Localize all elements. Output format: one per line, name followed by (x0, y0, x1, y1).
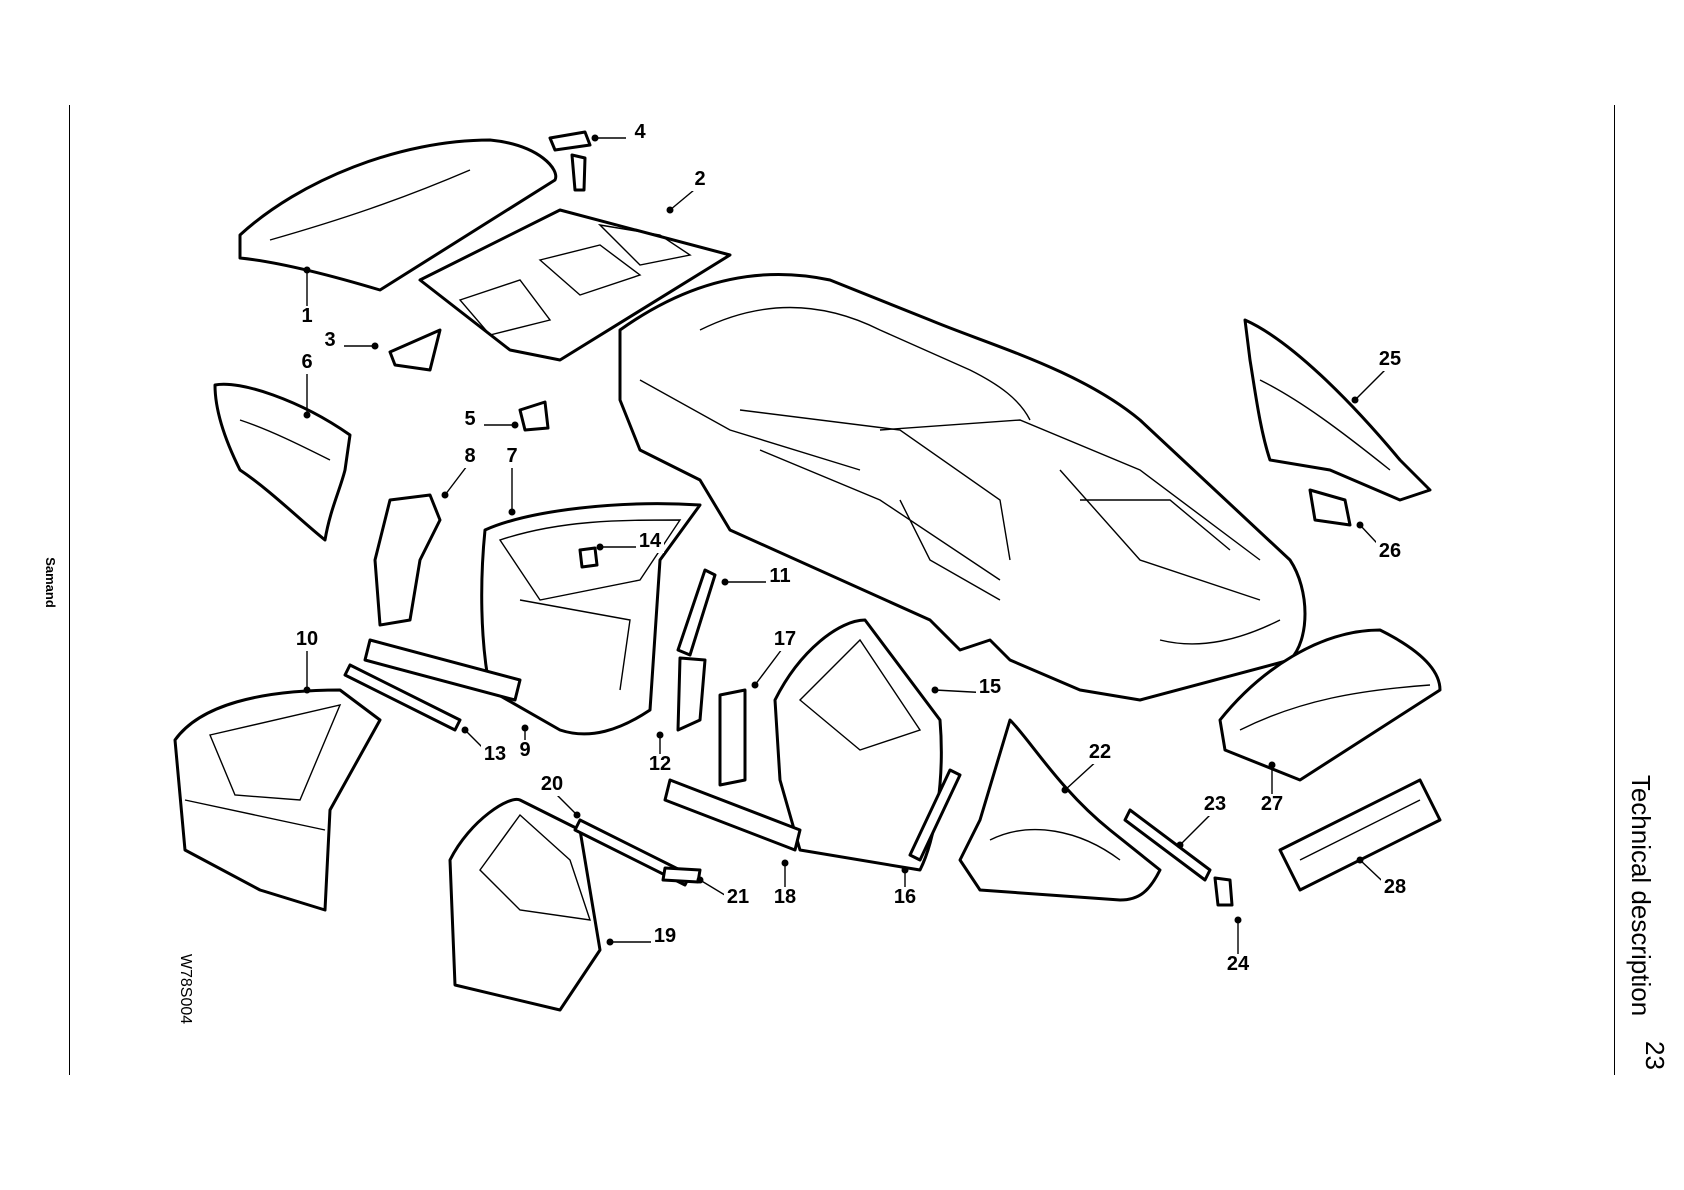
callout-4-label: 4 (634, 121, 646, 143)
callout-7-label: 7 (506, 445, 517, 467)
callout-2-label: 2 (694, 168, 705, 190)
callout-22-dot (1062, 787, 1069, 794)
callout-5-label: 5 (464, 408, 475, 430)
part-11-strip (678, 570, 715, 655)
part-18-sill (665, 780, 800, 850)
callout-24-label: 24 (1227, 953, 1250, 975)
callout-28-dot (1357, 857, 1364, 864)
callout-10-dot (304, 687, 311, 694)
callout-19-dot (607, 939, 614, 946)
part-21-clip (663, 868, 700, 882)
part-17-pillar (720, 690, 745, 785)
callout-8-dot (442, 492, 449, 499)
part-3-bracket (390, 330, 440, 370)
callout-18-label: 18 (774, 886, 796, 908)
part-26-cap (1310, 490, 1350, 525)
callout-20-dot (574, 812, 581, 819)
part-10-front-door (175, 690, 380, 910)
callout-9-dot (522, 725, 529, 732)
part-24-bracket (1215, 878, 1232, 905)
callout-28-label: 28 (1384, 876, 1406, 898)
callout-15-dot (932, 687, 939, 694)
callout-27-dot (1269, 762, 1276, 769)
callout-17-label: 17 (774, 628, 796, 650)
callout-8-label: 8 (464, 445, 475, 467)
callout-13-dot (462, 727, 469, 734)
callout-26-label: 26 (1379, 540, 1401, 562)
part-14-clip (580, 548, 597, 567)
callout-9-label: 9 (519, 739, 530, 761)
part-8-pillar (375, 495, 440, 625)
callout-21-dot (697, 877, 704, 884)
callout-14-dot (597, 544, 604, 551)
callout-19-label: 19 (654, 925, 676, 947)
callout-25-label: 25 (1379, 348, 1401, 370)
callout-17-dot (752, 682, 759, 689)
callout-7-dot (509, 509, 516, 516)
part-6-front-fender (215, 384, 350, 540)
callout-3-dot (372, 343, 379, 350)
callout-27-label: 27 (1261, 793, 1283, 815)
callout-14-label: 14 (639, 530, 662, 552)
callout-18-dot (782, 860, 789, 867)
callout-15-label: 15 (979, 676, 1001, 698)
callout-4-dot (592, 135, 599, 142)
part-5-bracket (520, 402, 548, 430)
callout-21-label: 21 (727, 886, 749, 908)
callout-16-dot (902, 867, 909, 874)
callout-11-dot (722, 579, 729, 586)
callout-16-label: 16 (894, 886, 916, 908)
callout-3-label: 3 (324, 329, 335, 351)
callout-12-dot (657, 732, 664, 739)
part-4-bracket (550, 132, 590, 190)
callout-24-dot (1235, 917, 1242, 924)
car-body-shell (620, 274, 1305, 700)
callout-13-label: 13 (484, 743, 506, 765)
callout-5-dot (512, 422, 519, 429)
part-28-rear-panel (1280, 780, 1440, 890)
callout-26-dot (1357, 522, 1364, 529)
part-25-rear-quarter-inner (1245, 320, 1430, 500)
callout-6-dot (304, 412, 311, 419)
part-12-bracket (678, 658, 705, 730)
callout-2-dot (667, 207, 674, 214)
callout-12-label: 12 (649, 753, 671, 775)
callout-1-dot (304, 267, 311, 274)
callout-20-label: 20 (541, 773, 563, 795)
callout-23-label: 23 (1204, 793, 1226, 815)
callout-6-label: 6 (301, 351, 312, 373)
callout-23-dot (1177, 842, 1184, 849)
callout-22-label: 22 (1089, 741, 1111, 763)
callout-11-label: 11 (769, 565, 790, 587)
callout-25-dot (1352, 397, 1359, 404)
callout-10-label: 10 (296, 628, 318, 650)
callout-1-label: 1 (301, 305, 312, 327)
